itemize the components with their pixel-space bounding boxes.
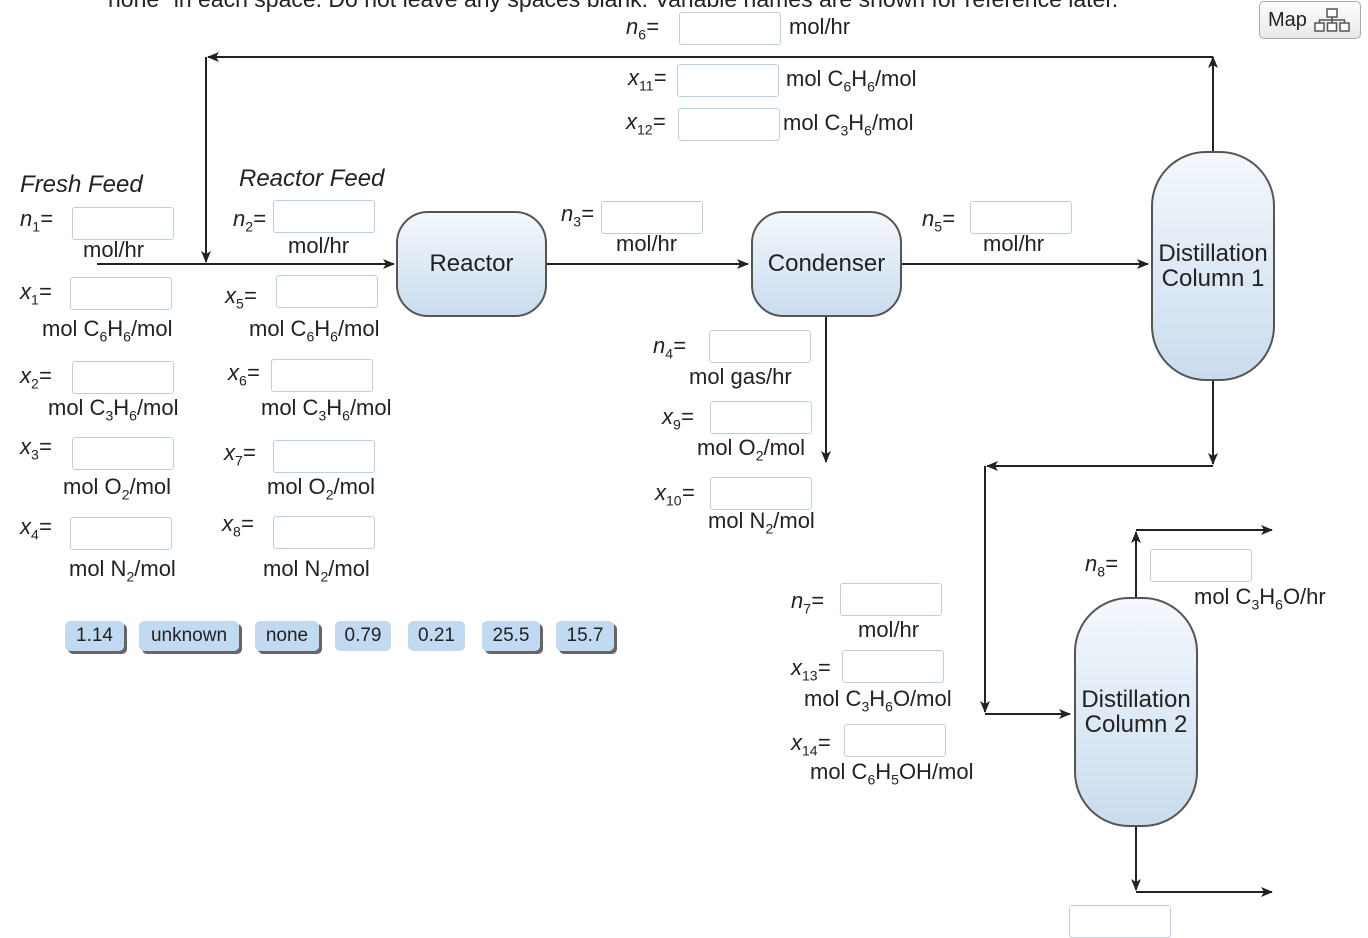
unit-x13: mol C3H6O/mol [804,686,952,715]
condenser-unit: Condenser [751,211,902,317]
answer-chip[interactable]: 0.21 [408,621,465,651]
label-n3: n3= [561,201,594,230]
reactor-label: Reactor [429,250,514,278]
unit-x8: mol N2/mol [263,556,370,585]
input-x12[interactable] [678,108,780,141]
unit-x10: mol N2/mol [708,508,815,537]
input-n3[interactable] [601,201,703,234]
input-n1[interactable] [72,207,174,240]
hierarchy-map-icon [1314,8,1350,32]
input-x3[interactable] [72,437,174,470]
reactor-feed-heading: Reactor Feed [239,165,385,192]
unit-x5: mol C6H6/mol [249,316,380,345]
answer-chip[interactable]: 0.79 [335,621,391,651]
unit-n4: mol gas/hr [689,364,792,389]
input-x5[interactable] [276,275,378,308]
unit-x4: mol N2/mol [69,556,176,585]
unit-x7: mol O2/mol [267,474,376,503]
unit-n5: mol/hr [983,231,1045,256]
map-button-label: Map [1268,8,1307,31]
distillation-column-1: Distillation Column 1 [1151,151,1275,381]
label-x5: x5= [225,283,257,312]
input-n7[interactable] [840,583,942,616]
label-x4: x4= [20,514,52,543]
label-x6: x6= [228,360,260,389]
unit-x2: mol C3H6/mol [48,395,179,424]
unit-x9: mol O2/mol [697,435,806,464]
unit-n3: mol/hr [616,231,678,256]
fresh-feed-heading: Fresh Feed [20,171,143,198]
label-x8: x8= [222,511,254,540]
column1-label: Distillation Column 1 [1158,241,1267,291]
label-x3: x3= [20,434,52,463]
condenser-label: Condenser [767,250,886,278]
instruction-text: none" in each space. Do not leave any sp… [108,0,1118,11]
label-x10: x10= [655,480,695,509]
column2-label: Distillation Column 2 [1081,687,1190,737]
answer-chip[interactable]: none [255,621,319,651]
unit-x6: mol C3H6/mol [261,395,392,424]
input-x11[interactable] [677,64,779,97]
unit-n6: mol/hr [789,14,851,39]
label-x11: x11= [628,65,667,94]
answer-chip[interactable]: 1.14 [65,621,124,651]
reactor-unit: Reactor [396,211,547,317]
input-n5[interactable] [970,201,1072,234]
input-x14[interactable] [844,724,946,757]
input-n6[interactable] [679,12,781,45]
input-x1[interactable] [70,277,172,310]
label-x14: x14= [791,730,831,759]
input-x4[interactable] [70,517,172,550]
label-x13: x13= [791,655,831,684]
label-x12: x12= [626,109,666,138]
input-x8[interactable] [273,516,375,549]
map-button[interactable]: Map [1259,1,1361,39]
process-flow-lines [97,52,1273,897]
label-x9: x9= [662,404,694,433]
label-n8: n8= [1085,551,1118,580]
unit-x12: mol C3H6/mol [783,110,914,139]
label-x7: x7= [224,440,256,469]
column2-label-line2: Column 2 [1084,711,1188,738]
input-x13[interactable] [842,650,944,683]
answer-chip[interactable]: 25.5 [482,621,540,651]
unit-x11: mol C6H6/mol [786,66,917,95]
unit-x1: mol C6H6/mol [42,316,173,345]
distillation-column-2: Distillation Column 2 [1074,597,1198,827]
label-n7: n7= [791,588,824,617]
input-n2[interactable] [273,200,375,233]
unit-n1: mol/hr [83,237,145,262]
column1-label-line2: Column 1 [1161,265,1265,292]
label-n1: n1= [20,206,53,235]
input-bottom-partial[interactable] [1069,905,1171,938]
label-x1: x1= [20,279,52,308]
unit-n2: mol/hr [288,233,350,258]
label-n6: n6= [626,14,659,43]
input-n4[interactable] [709,330,811,363]
answer-chip[interactable]: 15.7 [556,621,614,651]
input-x6[interactable] [271,359,373,392]
column1-label-line1: Distillation [1158,239,1268,267]
input-x10[interactable] [710,477,812,510]
unit-x3: mol O2/mol [63,474,172,503]
input-x7[interactable] [273,440,375,473]
label-x2: x2= [20,363,52,392]
input-x9[interactable] [710,401,812,434]
answer-chip[interactable]: unknown [139,621,239,651]
input-n8[interactable] [1150,549,1252,582]
label-n4: n4= [653,333,686,362]
label-n5: n5= [922,206,955,235]
unit-n8: mol C3H6O/hr [1194,584,1326,613]
label-n2: n2= [233,206,266,235]
unit-x14: mol C6H5OH/mol [810,759,974,788]
column2-label-line1: Distillation [1081,685,1191,713]
unit-n7: mol/hr [858,617,920,642]
input-x2[interactable] [72,361,174,394]
